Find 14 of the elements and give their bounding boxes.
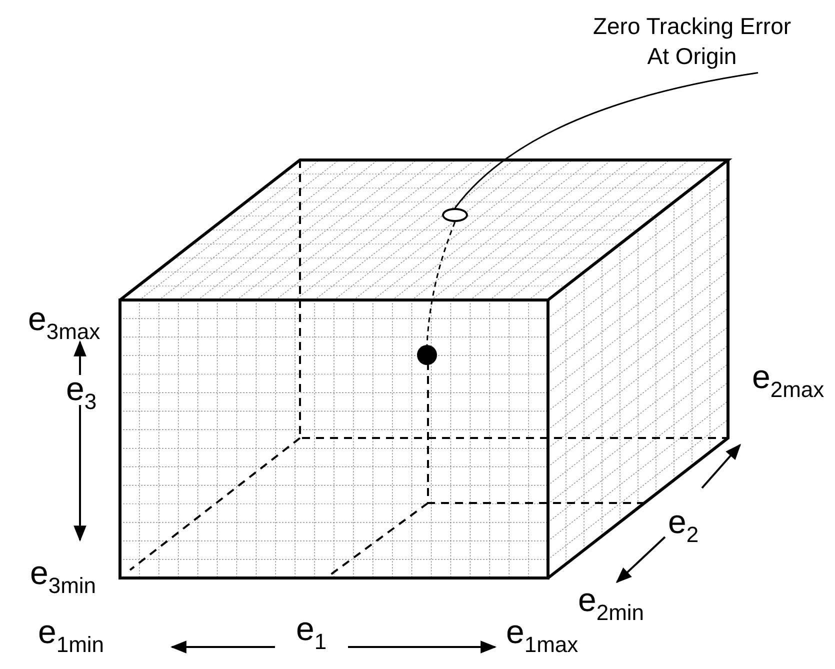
axis-label: e$_{1}$ <box>296 612 327 653</box>
origin-point <box>417 345 437 365</box>
origin-marker <box>442 208 468 222</box>
axis-label: e$_{1min}$ <box>38 615 104 656</box>
axis-label: e$_{3max}$ <box>28 302 100 343</box>
axis-label: e$_{1max}$ <box>506 615 578 656</box>
dashed-leader-line <box>426 222 456 346</box>
callout-text: Zero Tracking Error At Origin <box>586 12 798 72</box>
axis-label: e$_{2max}$ <box>752 360 824 401</box>
axis-label: e$_{3}$ <box>66 372 97 413</box>
axis-label: e$_{2}$ <box>668 505 699 546</box>
axis-label: e$_{2min}$ <box>578 583 644 624</box>
axis-label: e$_{3min}$ <box>30 556 96 597</box>
leader-line <box>454 72 758 208</box>
